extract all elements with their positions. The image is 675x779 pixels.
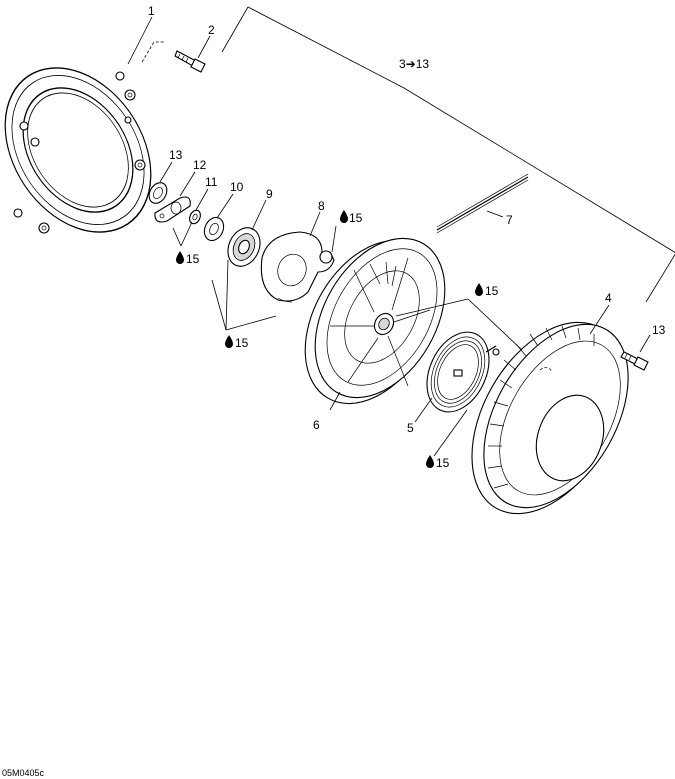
- part-8-pawl-plate: [260, 231, 335, 303]
- lube-mark-2-label: 15: [186, 252, 200, 266]
- callout-3-to-13: 3➔13: [399, 57, 429, 71]
- part-6-pulley: [304, 237, 446, 405]
- part-10-bushing: [203, 216, 225, 242]
- lube-mark-5-label: 15: [436, 456, 450, 470]
- part-7-rope: [436, 173, 529, 234]
- lube-mark-1: 15: [340, 210, 363, 225]
- part-5-recoil-spring: [426, 331, 500, 413]
- lube-mark-5: 15: [426, 455, 450, 470]
- leader-lines: [127, 6, 675, 457]
- callout-7: 7: [506, 213, 513, 227]
- part-11-washer: [189, 209, 201, 225]
- lube-mark-2: 15: [176, 251, 200, 266]
- callout-6: 6: [313, 418, 320, 432]
- callout-8: 8: [318, 199, 325, 213]
- part-12-plate: [154, 196, 191, 223]
- callout-9: 9: [266, 187, 273, 201]
- callout-13-left: 13: [169, 148, 183, 162]
- oil-drop-icon: [340, 210, 348, 223]
- part-13-screw-right: [620, 351, 649, 371]
- lube-mark-3: 15: [225, 335, 249, 350]
- callout-12: 12: [193, 158, 207, 172]
- part-2-screw: [174, 50, 206, 73]
- callout-1: 1: [148, 4, 155, 18]
- callout-5: 5: [407, 421, 414, 435]
- part-4-starter-housing: [471, 321, 629, 515]
- callout-10: 10: [230, 180, 244, 194]
- part-13-seal-left: [148, 182, 168, 204]
- oil-drop-icon: [176, 251, 184, 264]
- lube-mark-1-label: 15: [349, 211, 363, 225]
- part-9-ratchet: [227, 227, 261, 267]
- part-1-mounting-ring: [4, 67, 152, 234]
- callout-4: 4: [605, 291, 612, 305]
- callout-11: 11: [205, 175, 218, 189]
- oil-drop-icon: [475, 283, 483, 296]
- oil-drop-icon: [426, 455, 434, 468]
- lube-mark-4: 15: [475, 283, 499, 298]
- lube-mark-3-label: 15: [235, 336, 249, 350]
- diagram-reference-code: 05M0405c: [2, 768, 45, 778]
- oil-drop-icon: [225, 335, 233, 348]
- lube-mark-4-label: 15: [485, 284, 499, 298]
- callout-2: 2: [208, 23, 215, 37]
- callout-13-right: 13: [652, 323, 666, 337]
